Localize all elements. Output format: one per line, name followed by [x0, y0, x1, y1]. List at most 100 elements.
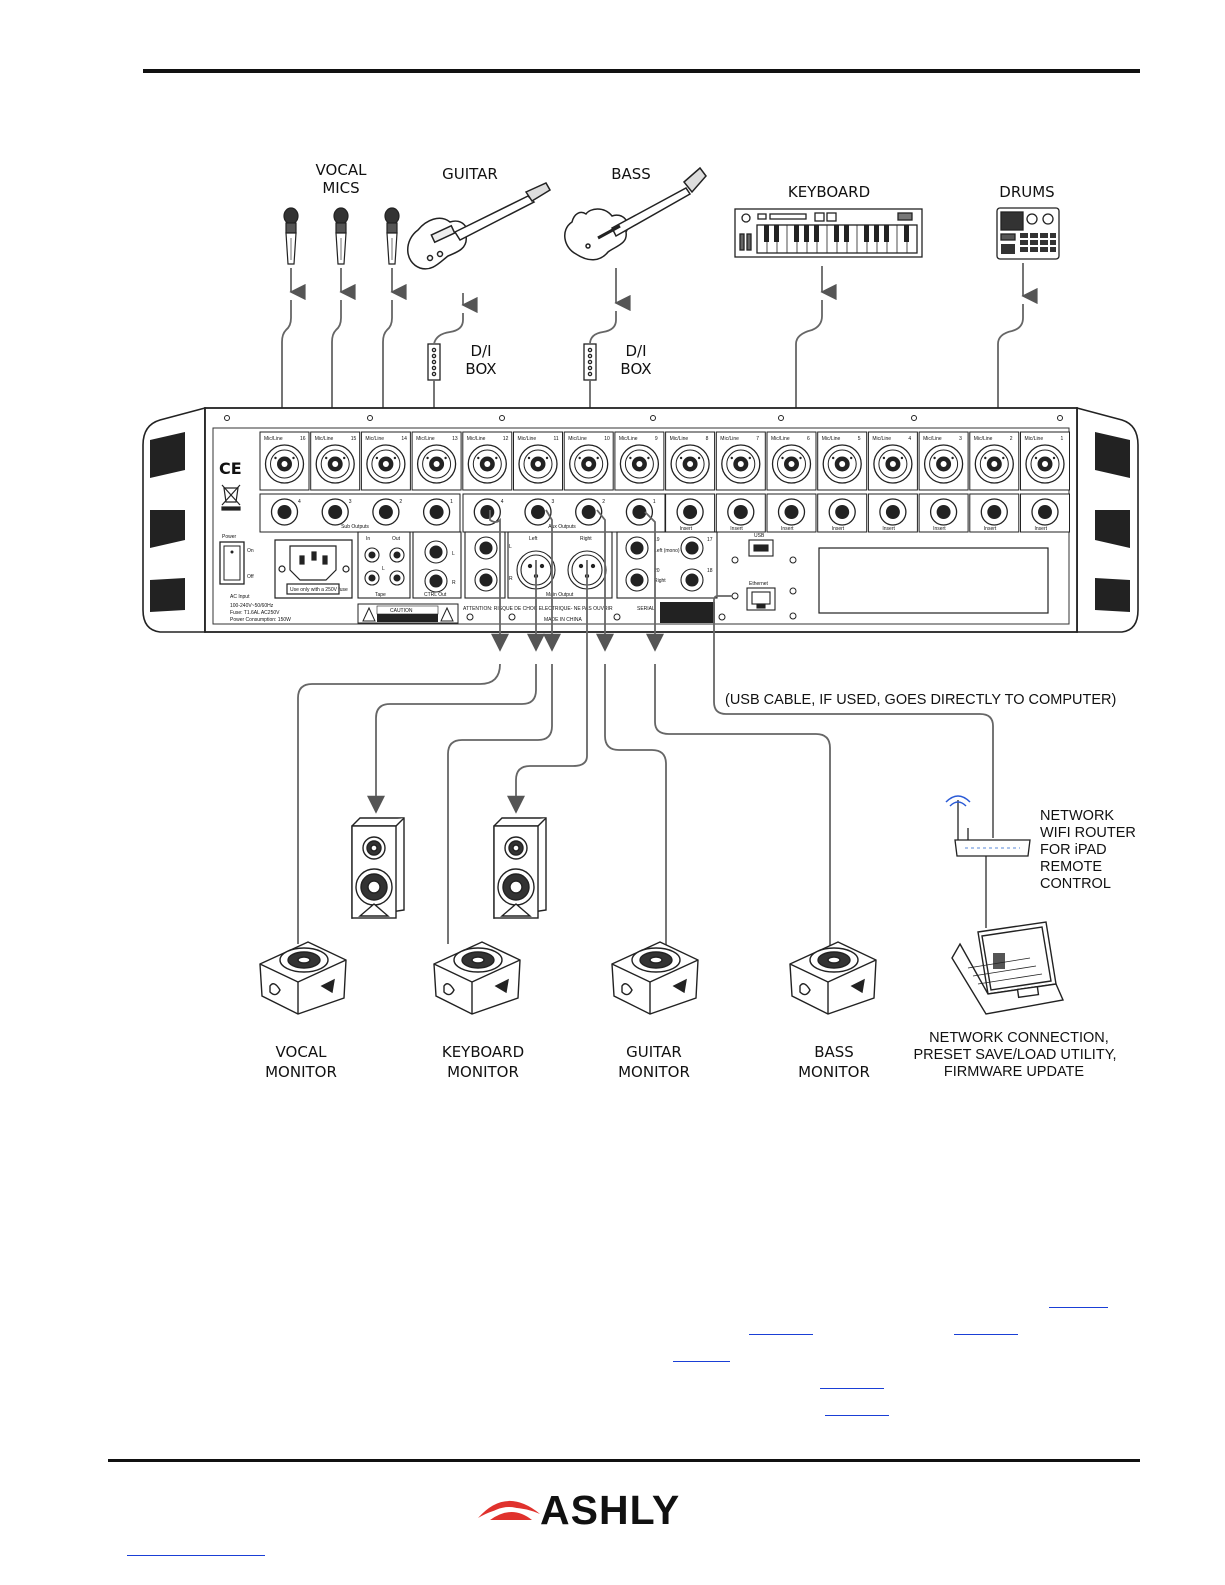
link-underline[interactable]: [1049, 1307, 1108, 1308]
sub-outputs-label: Sub Outputs: [341, 524, 369, 530]
channel-number: 4: [908, 436, 911, 442]
vocal-monitor-label-1: VOCAL: [276, 1043, 328, 1061]
link-underline[interactable]: [673, 1361, 730, 1362]
label-di-box-1: D/I: [625, 342, 646, 360]
label-guitar: GUITAR: [442, 165, 498, 183]
channel-number: 11: [554, 436, 559, 442]
channel-number: 13: [452, 436, 458, 442]
mic-line-label: Mic/Line: [467, 436, 486, 442]
channel-number: 7: [756, 436, 759, 442]
ch20-label: 20: [654, 568, 660, 574]
label-drums: DRUMS: [999, 183, 1054, 201]
tape-label: Tape: [375, 592, 386, 598]
sub-output-number: 3: [349, 499, 352, 505]
made-in-label: MADE IN CHINA: [544, 617, 582, 623]
main-output-block: [464, 531, 718, 599]
label-plate: [818, 547, 1049, 614]
link-underline[interactable]: [749, 1334, 813, 1335]
aux-outputs-label: Aux Outputs: [548, 524, 576, 530]
channel-number: 6: [807, 436, 810, 442]
mic-line-label: Mic/Line: [619, 436, 638, 442]
drum-machine-icon: [996, 207, 1060, 260]
main-right-label: Right: [580, 536, 592, 542]
footer-link-underline[interactable]: [127, 1555, 265, 1556]
bass-monitor-label-1: BASS: [814, 1043, 854, 1061]
guitar-floor-monitor-icon: [611, 941, 699, 1015]
mic-line-label: Mic/Line: [923, 436, 942, 442]
channel-number: 3: [959, 436, 962, 442]
link-underline[interactable]: [820, 1388, 884, 1389]
di-box-icon: [427, 343, 441, 381]
pa-speaker-icon: [493, 817, 547, 919]
sub-output-number: 4: [298, 499, 301, 505]
ch17-label: 17: [707, 537, 713, 543]
usb-label: USB: [754, 533, 765, 539]
voltage-spec: 100-240V~50/60Hz: [230, 603, 274, 609]
tape-io-block: [357, 531, 462, 599]
ctrl-l-label: L: [452, 551, 455, 557]
mic-line-label: Mic/Line: [720, 436, 739, 442]
keyboard-monitor-label-1: KEYBOARD: [442, 1043, 524, 1061]
ch18-label: 18: [707, 568, 713, 574]
ethernet-port[interactable]: [746, 587, 776, 611]
guitar-icon: [407, 182, 552, 270]
caution-label: [357, 603, 459, 624]
label-vocal-mics-2: MICS: [322, 179, 359, 197]
tape-in-label: In: [366, 536, 370, 542]
main-r-label: R: [509, 576, 513, 582]
serial-label: SERIAL: [637, 606, 655, 612]
label-di-box-2: BOX: [620, 360, 651, 378]
microphone-icon: [283, 207, 400, 265]
tape-out-label: Out: [392, 536, 401, 542]
main-l-label: L: [509, 544, 512, 550]
ctrl-r-label: R: [452, 580, 456, 586]
wifi-router-icon: [945, 795, 1031, 857]
bottom-rule: [108, 1459, 1140, 1462]
keyboard-floor-monitor-icon: [433, 941, 521, 1015]
ctrl-out-label: CTRL Out: [424, 592, 447, 598]
mic-line-label: Mic/Line: [771, 436, 790, 442]
insert-label: Insert: [1035, 526, 1048, 532]
right-label: Right: [654, 578, 666, 584]
keyboard-monitor-label-2: MONITOR: [447, 1063, 519, 1081]
mic-line-label: Mic/Line: [315, 436, 334, 442]
channel-strip-3: Mic/Line 3: [918, 431, 969, 491]
link-underline[interactable]: [825, 1415, 889, 1416]
channel-strip-7: Mic/Line 7: [715, 431, 766, 491]
aux-output-number: 4: [501, 499, 504, 505]
mic-line-label: Mic/Line: [416, 436, 435, 442]
mic-line-label: Mic/Line: [974, 436, 993, 442]
channel-strip-9: Mic/Line 9: [614, 431, 665, 491]
serial-number-sticker: [660, 602, 715, 623]
power-label: Power: [222, 534, 237, 540]
insert-label: Insert: [832, 526, 845, 532]
computer-label-3: FIRMWARE UPDATE: [944, 1064, 1084, 1080]
channel-number: 9: [655, 436, 658, 442]
channel-strip-13: Mic/Line 13: [411, 431, 462, 491]
usb-port[interactable]: [748, 539, 774, 557]
top-rule: [143, 69, 1140, 73]
sub-output-number: 2: [399, 499, 402, 505]
channel-strip-6: Mic/Line 6: [766, 431, 817, 491]
insert-label: Insert: [730, 526, 743, 532]
aux-output-number: 3: [552, 499, 555, 505]
link-underline[interactable]: [954, 1334, 1018, 1335]
vocal-floor-monitor-icon: [259, 941, 347, 1015]
label-bass: BASS: [611, 165, 651, 183]
guitar-monitor-label-1: GUITAR: [626, 1043, 682, 1061]
ch19-label: 19: [654, 537, 660, 543]
left-mono-label: Left (mono): [654, 548, 680, 554]
computer-label-2: PRESET SAVE/LOAD UTILITY,: [913, 1047, 1116, 1063]
main-output-label: Main Output: [546, 592, 574, 598]
ethernet-label: Ethernet: [749, 581, 769, 587]
di-box-icon: [583, 343, 597, 381]
channel-number: 16: [300, 436, 306, 442]
mic-line-label: Mic/Line: [822, 436, 841, 442]
power-off-label: Off: [247, 574, 254, 580]
